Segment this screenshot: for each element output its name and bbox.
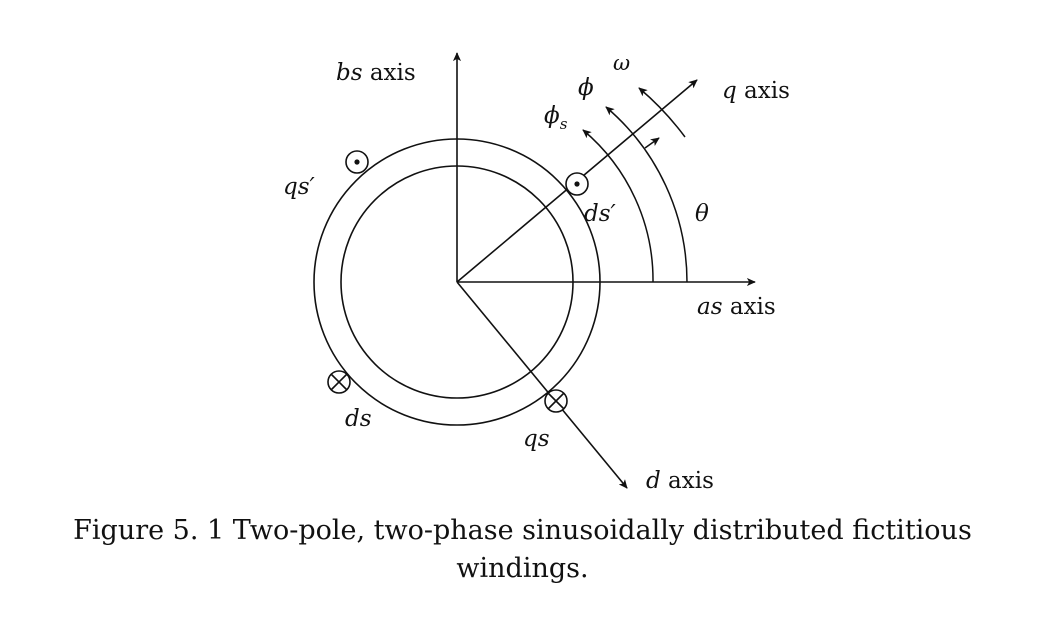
- caption-line-2: windings.: [456, 553, 589, 584]
- caption-line-1: Figure 5. 1 Two-pole, two-phase sinusoid…: [73, 515, 972, 546]
- d-axis-label: d axis: [646, 468, 714, 494]
- phi-symbol: ϕ: [578, 75, 594, 101]
- theta-arc: [644, 137, 660, 149]
- qs-label: qs: [523, 426, 550, 452]
- qs-cross-conductor: [544, 389, 568, 413]
- winding-diagram: bs axis q axis as axis d axis qs′ ds′ ds…: [283, 51, 790, 494]
- ds-prime-dot-conductor: [565, 172, 589, 196]
- ds-cross-conductor: [327, 370, 351, 394]
- phi-s-symbol: ϕs: [544, 103, 568, 133]
- figure-caption: Figure 5. 1 Two-pole, two-phase sinusoid…: [0, 512, 1045, 588]
- omega-symbol: ω: [613, 51, 630, 75]
- d-axis-line: [456, 281, 628, 489]
- theta-symbol: θ: [695, 201, 709, 227]
- phi-s-arc: [582, 129, 654, 283]
- ds-label: ds: [345, 406, 372, 432]
- omega-arc: [638, 87, 686, 138]
- qs-prime-dot-conductor: [345, 150, 369, 174]
- q-axis-label: q axis: [722, 78, 790, 104]
- as-axis-label: as axis: [697, 294, 776, 320]
- ds-prime-label: ds′: [584, 201, 617, 227]
- bs-axis-label: bs axis: [336, 60, 416, 86]
- phi-arc: [605, 106, 688, 283]
- qs-prime-label: qs′: [283, 174, 316, 200]
